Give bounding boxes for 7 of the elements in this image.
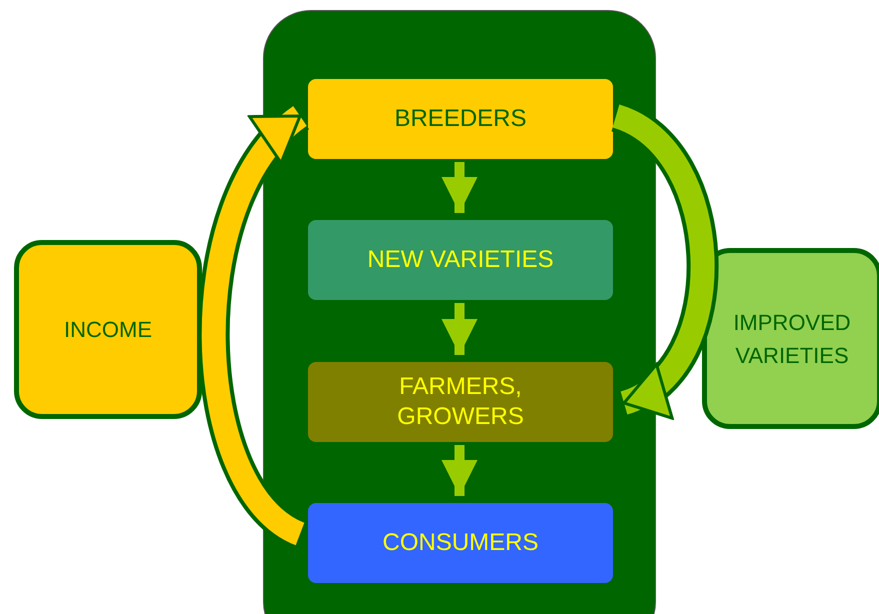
income-box: INCOME [14,240,202,419]
stage-box: FARMERS, GROWERS [308,362,613,442]
container-panel [263,10,656,614]
stage-box: BREEDERS [308,79,613,159]
stage-box: NEW VARIETIES [308,220,613,300]
output-box: IMPROVED VARIETIES [702,248,879,429]
stage-box: CONSUMERS [308,503,613,583]
